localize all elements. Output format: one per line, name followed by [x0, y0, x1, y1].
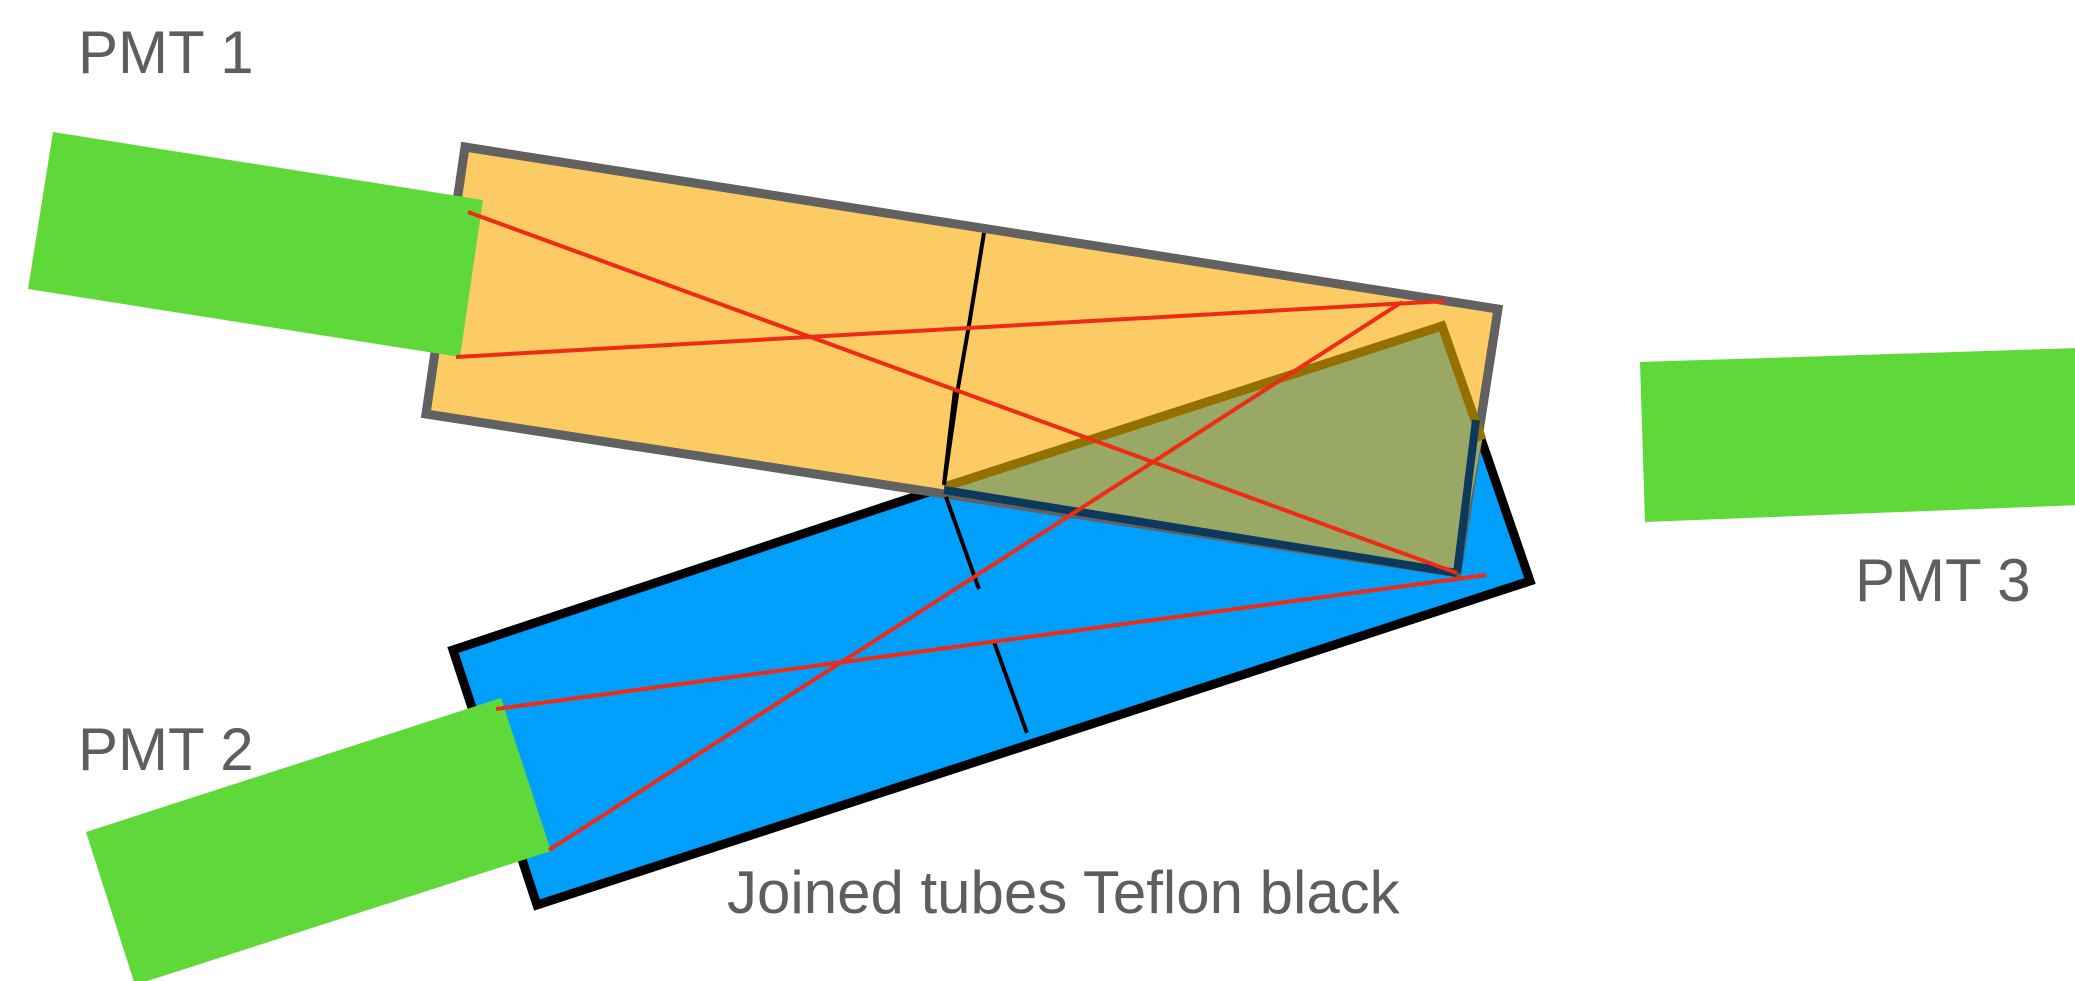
- pmt3-label: PMT 3: [1855, 547, 2031, 614]
- pmt2-label: PMT 2: [78, 716, 254, 783]
- lower-tube-joint-line-2: [992, 641, 1029, 734]
- pmt1-label: PMT 1: [78, 19, 254, 86]
- overlap-top-edge: [942, 320, 1487, 492]
- lower-tube-joint-line-1: [944, 496, 981, 590]
- upper-tube-right-edge-over-blue: [1453, 419, 1480, 574]
- upper-tube-bottom-edge-over-blue: [943, 486, 1458, 577]
- pmt2-block: [86, 698, 551, 981]
- pmt1-block: [28, 132, 483, 357]
- light-path-3: [547, 300, 1404, 852]
- overlap-region: [944, 326, 1482, 573]
- light-path-1: [467, 210, 1458, 575]
- diagram-caption: Joined tubes Teflon black: [727, 859, 1401, 926]
- light-path-4: [495, 573, 1487, 711]
- pmt3-block: [1640, 348, 2075, 522]
- upper-tube-joint-line-2: [942, 389, 957, 485]
- light-path-2: [455, 299, 1446, 359]
